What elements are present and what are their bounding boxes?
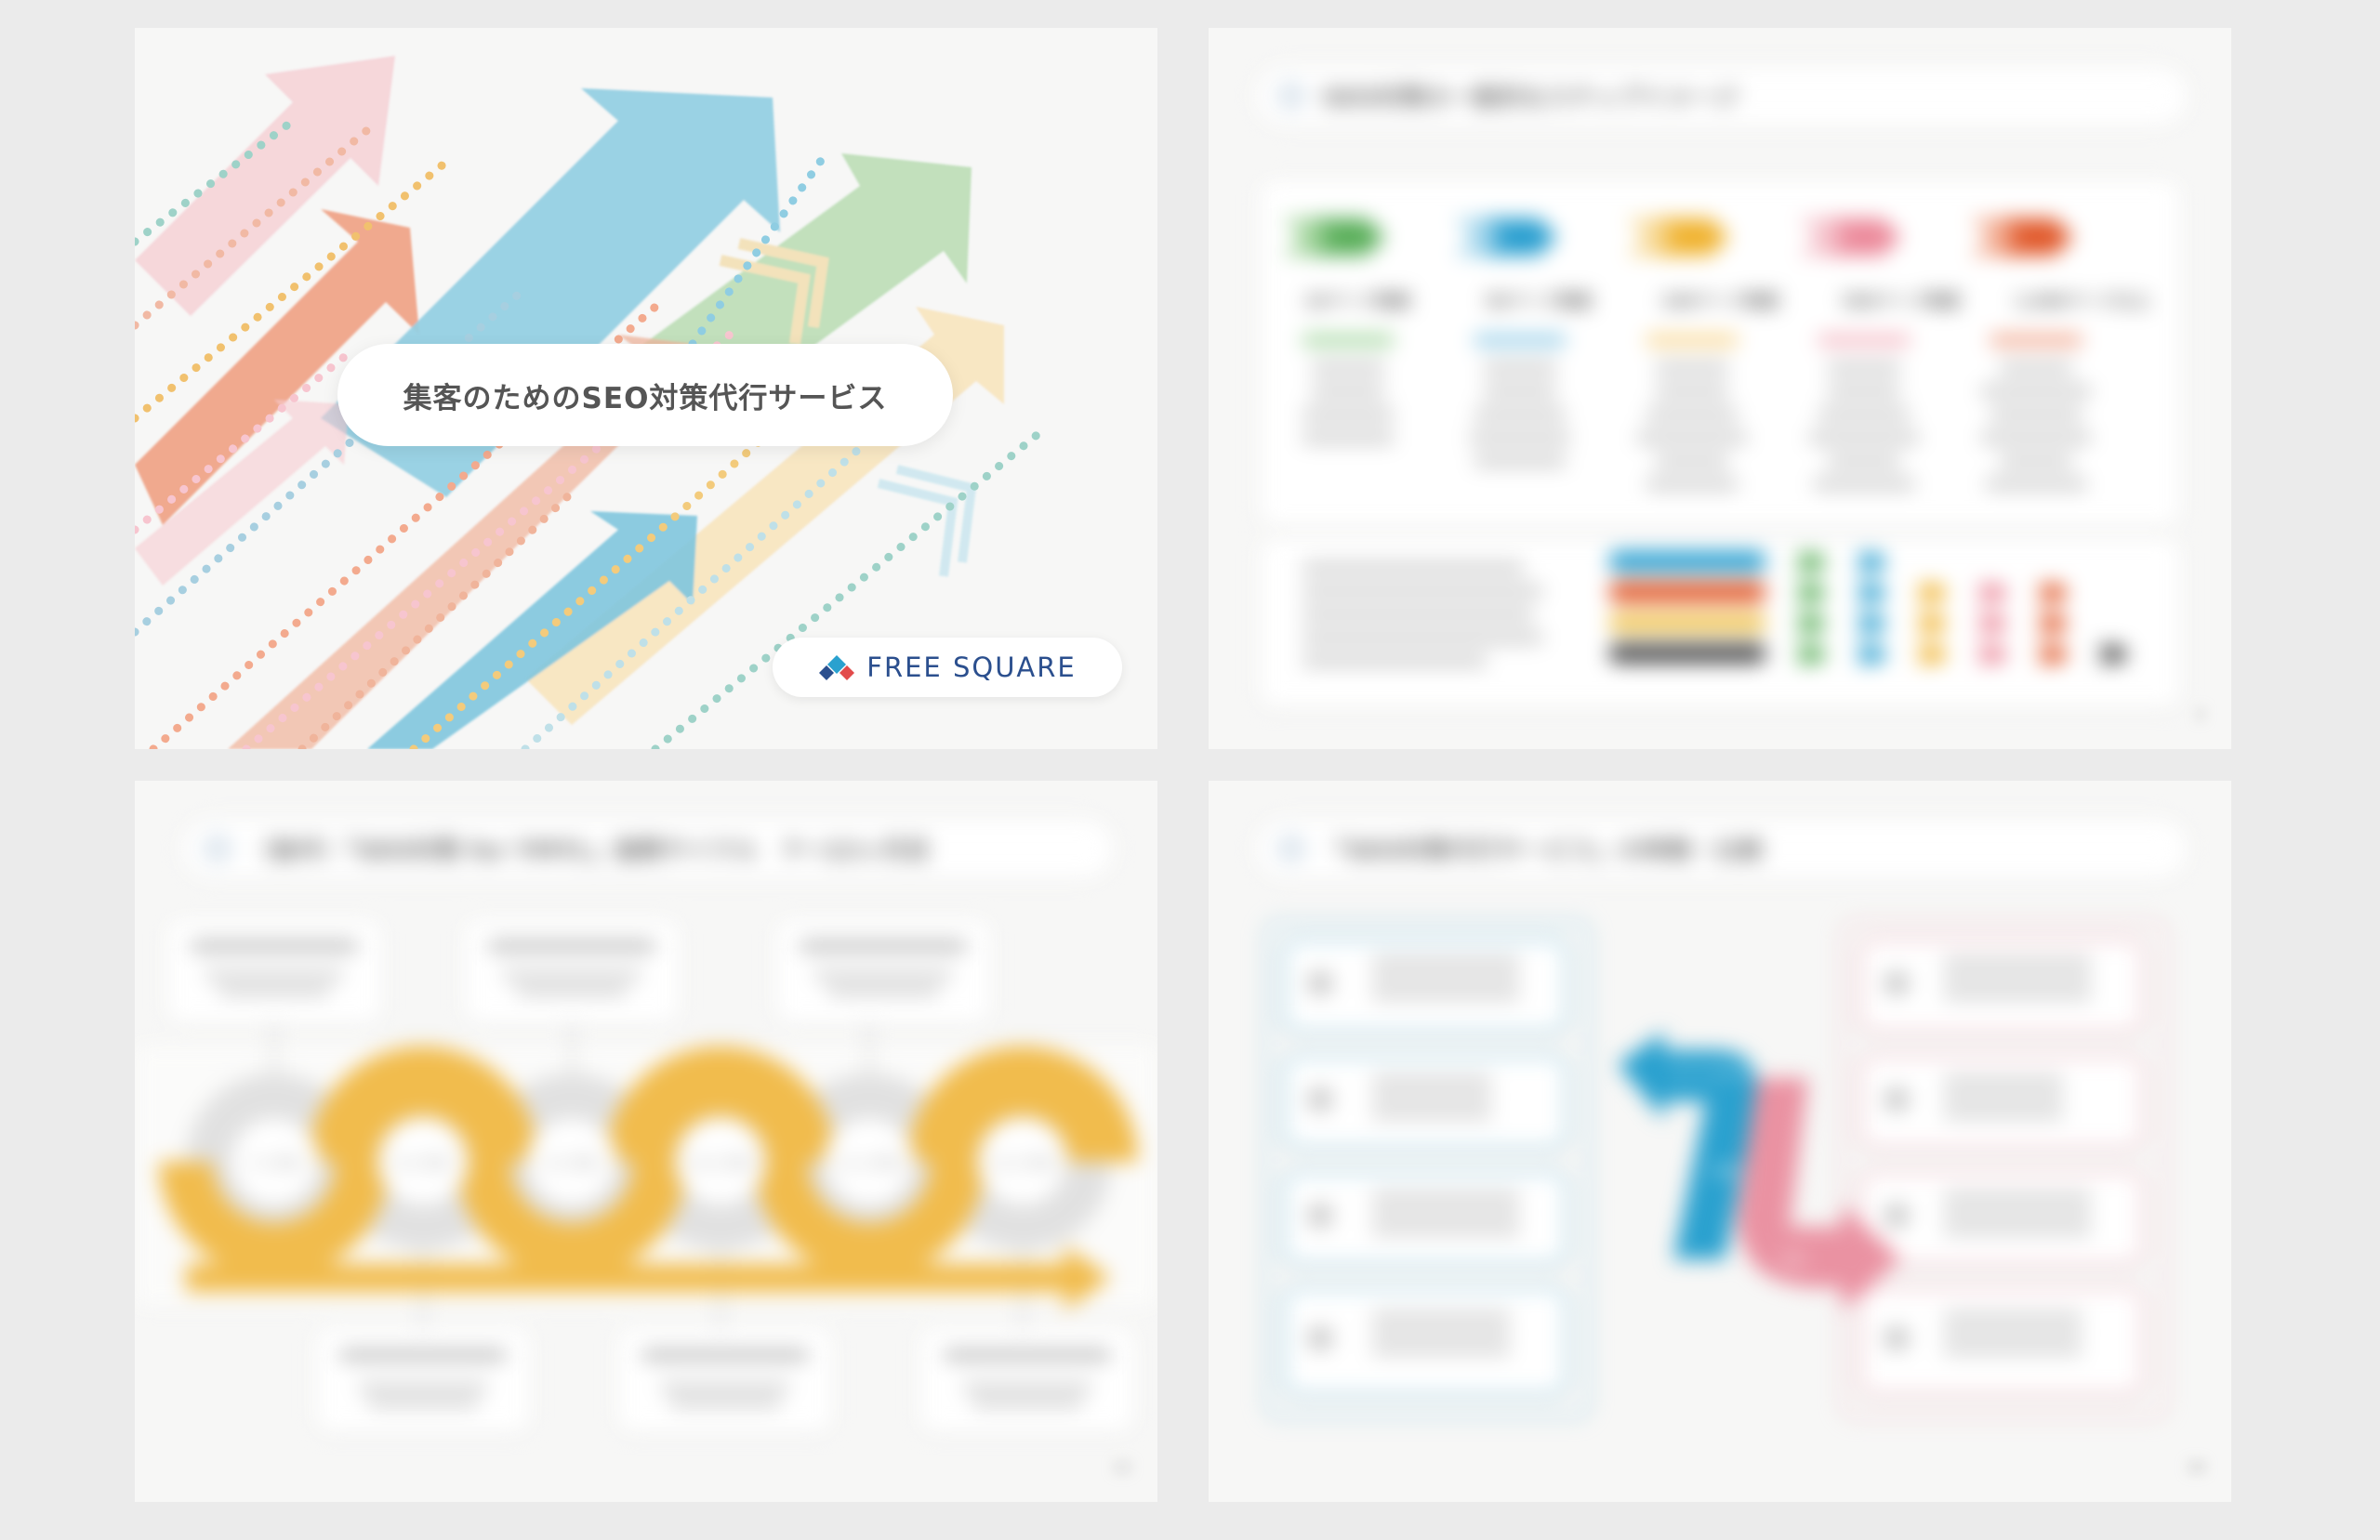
slide-seo-cycle[interactable]: （後半）「SEO対策 for YMYL」施策サイクル 7～12ヶ月目 (135, 781, 1157, 1502)
month-label: 9ヶ月目 (544, 1154, 600, 1172)
step-label: 100ページ程度 (1660, 292, 1779, 311)
step-label: 1,000ページ以上 (2014, 292, 2151, 311)
comparison-graphic (1307, 970, 1910, 1351)
center-label-top: フリースクエア (1670, 1067, 1761, 1082)
month-label: 10ヶ月目 (688, 1154, 753, 1172)
slide-4-page-number: 18 (2186, 1458, 2205, 1476)
slide-3-header: （後半）「SEO対策 for YMYL」施策サイクル 7～12ヶ月目 (181, 818, 1115, 879)
slide-2-page-number: 2 (2195, 705, 2205, 723)
slide-2-title: SEO対策の一般的なステップイメージ (1322, 84, 1739, 112)
slide-3-content: （後半）「SEO対策 for YMYL」施策サイクル 7～12ヶ月目 (135, 781, 1157, 1502)
slide-cover[interactable]: 集客のためのSEO対策代行サービス FREE SQUARE (135, 28, 1157, 749)
cover-title: 集客のためのSEO対策代行サービス (337, 344, 953, 446)
slide-seo-steps[interactable]: SEO対策の一般的なステップイメージ 10ページ程度 50ページ程度 100ペー… (1209, 28, 2231, 749)
month-label: 8ヶ月目 (395, 1154, 451, 1172)
step-label: 10ページ程度 (1303, 292, 1411, 311)
month-label: 12ヶ月目 (990, 1154, 1055, 1172)
cycle-wave-graphic (159, 1022, 1138, 1329)
center-label-bottom: 他社 (1781, 1253, 1807, 1268)
slide-2-content: SEO対策の一般的なステップイメージ 10ページ程度 50ページ程度 100ペー… (1209, 28, 2231, 749)
slide-4-header: 「SEO対策代行サービス」の特徴・比較 (1255, 818, 2188, 879)
slide-comparison[interactable]: 「SEO対策代行サービス」の特徴・比較 (1209, 781, 2231, 1502)
logo-mark-icon (819, 655, 855, 680)
step-label: 50ページ程度 (1485, 292, 1593, 311)
slide-2-header: SEO対策の一般的なステップイメージ (1255, 65, 2188, 126)
center-label-mid: 比較 (1712, 1165, 1738, 1179)
slide-4-title: 「SEO対策代行サービス」の特徴・比較 (1322, 836, 1764, 865)
slide-3-title: （後半）「SEO対策 for YMYL」施策サイクル 7～12ヶ月目 (248, 836, 930, 865)
slide-3-page-number: 12 (1112, 1458, 1131, 1476)
month-label: 7ヶ月目 (246, 1154, 302, 1172)
month-label: 11ヶ月目 (837, 1154, 902, 1172)
slide-4-content: 「SEO対策代行サービス」の特徴・比較 (1209, 781, 2231, 1502)
step-label: 500ページ程度 (1842, 292, 1961, 311)
logo-text: FREE SQUARE (866, 652, 1077, 683)
steps-graphic (1283, 218, 2073, 256)
brand-logo: FREE SQUARE (773, 638, 1122, 697)
steps-labels: 10ページ程度 50ページ程度 100ページ程度 500ページ程度 1,000ペ… (1274, 288, 2166, 312)
